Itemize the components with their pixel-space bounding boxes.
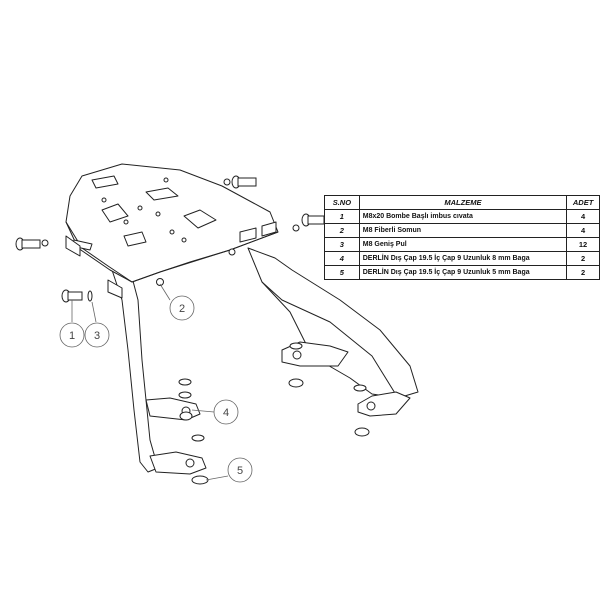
right-mount-tab-lower-hole xyxy=(366,401,376,411)
header-qty: ADET xyxy=(566,195,600,210)
right-mount-tab-lower xyxy=(357,391,411,417)
row-qty: 4 xyxy=(566,223,600,238)
row-number: 4 xyxy=(324,251,360,266)
row-material: DERLİN Dış Çap 19.5 İç Çap 9 Uzunluk 8 m… xyxy=(358,251,568,266)
nut-front-1 xyxy=(156,278,164,286)
rack-side-bracket-far xyxy=(261,221,277,237)
spacer-7 xyxy=(354,427,370,437)
left-mount-tab-lower xyxy=(149,451,207,475)
rack-slot-4 xyxy=(183,209,217,229)
row-number: 5 xyxy=(324,265,360,280)
rack-side-bracket-left xyxy=(65,235,81,257)
rack-slot-2 xyxy=(145,187,179,201)
table-row: 2 M8 Fiberli Somun 4 xyxy=(324,223,600,238)
rack-side-bracket-mid xyxy=(107,279,123,299)
rack-hole-1 xyxy=(101,197,107,203)
right-arm-inner-edge xyxy=(261,281,399,399)
rack-hole-6 xyxy=(123,219,129,225)
nut-front-2 xyxy=(228,248,236,256)
rack-hole-2 xyxy=(137,205,143,211)
spacer-8 xyxy=(289,342,303,350)
table-row: 4 DERLİN Dış Çap 19.5 İç Çap 9 Uzunluk 8… xyxy=(324,251,600,266)
rack-hole-3 xyxy=(155,211,161,217)
spacer-1 xyxy=(178,378,192,399)
row-qty: 12 xyxy=(566,237,600,252)
row-material: M8x20 Bombe Başlı imbus cıvata xyxy=(358,209,568,224)
spacer-3 xyxy=(191,434,205,442)
table-row: 5 DERLİN Dış Çap 19.5 İç Çap 9 Uzunluk 5… xyxy=(324,265,600,280)
callout-4: 4 xyxy=(191,399,239,425)
header-sno: S.NO xyxy=(324,195,360,210)
bolt-left-lower xyxy=(61,289,93,303)
row-number: 1 xyxy=(324,209,360,224)
header-material: MALZEME xyxy=(358,195,568,210)
left-mount-tab-lower-hole xyxy=(185,458,195,468)
callout-3: 3 xyxy=(84,301,110,348)
spacer-6 xyxy=(353,384,367,392)
row-qty: 2 xyxy=(566,265,600,280)
spacer-5 xyxy=(288,378,304,388)
spacer-2 xyxy=(179,411,193,421)
svg-text:1: 1 xyxy=(69,330,75,342)
bolt-right xyxy=(292,213,325,232)
table-row: 1 M8x20 Bombe Başlı imbus cıvata 4 xyxy=(324,209,600,224)
row-number: 2 xyxy=(324,223,360,238)
parts-list-table: S.NO MALZEME ADET 1 M8x20 Bombe Başlı im… xyxy=(324,195,600,280)
svg-text:2: 2 xyxy=(179,303,185,315)
rack-hole-5 xyxy=(181,237,187,243)
row-qty: 4 xyxy=(566,209,600,224)
rack-slot-1 xyxy=(91,175,119,189)
svg-text:4: 4 xyxy=(223,407,229,419)
svg-text:5: 5 xyxy=(237,465,243,477)
row-material: M8 Fiberli Somun xyxy=(358,223,568,238)
callout-1: 1 xyxy=(59,300,85,348)
rack-hole-7 xyxy=(163,177,169,183)
row-material: DERLİN Dış Çap 19.5 İç Çap 9 Uzunluk 5 m… xyxy=(358,265,568,280)
table-header-row: S.NO MALZEME ADET xyxy=(324,195,600,210)
rack-slot-3 xyxy=(101,203,129,223)
rack-side-bracket-right xyxy=(239,227,257,243)
left-support-arm xyxy=(107,249,159,473)
bolt-top-left xyxy=(15,237,49,251)
callout-2: 2 xyxy=(159,283,195,321)
right-support-arm xyxy=(247,247,419,399)
row-number: 3 xyxy=(324,237,360,252)
callout-5: 5 xyxy=(205,457,253,483)
spacer-4 xyxy=(191,475,209,485)
svg-text:3: 3 xyxy=(94,330,100,342)
right-mount-tab-upper-hole xyxy=(292,350,302,360)
rack-hole-4 xyxy=(169,229,175,235)
row-material: M8 Geniş Pul xyxy=(358,237,568,252)
table-row: 3 M8 Geniş Pul 12 xyxy=(324,237,600,252)
row-qty: 2 xyxy=(566,251,600,266)
bolt-upper-center xyxy=(223,175,257,189)
rack-slot-5 xyxy=(123,231,147,247)
